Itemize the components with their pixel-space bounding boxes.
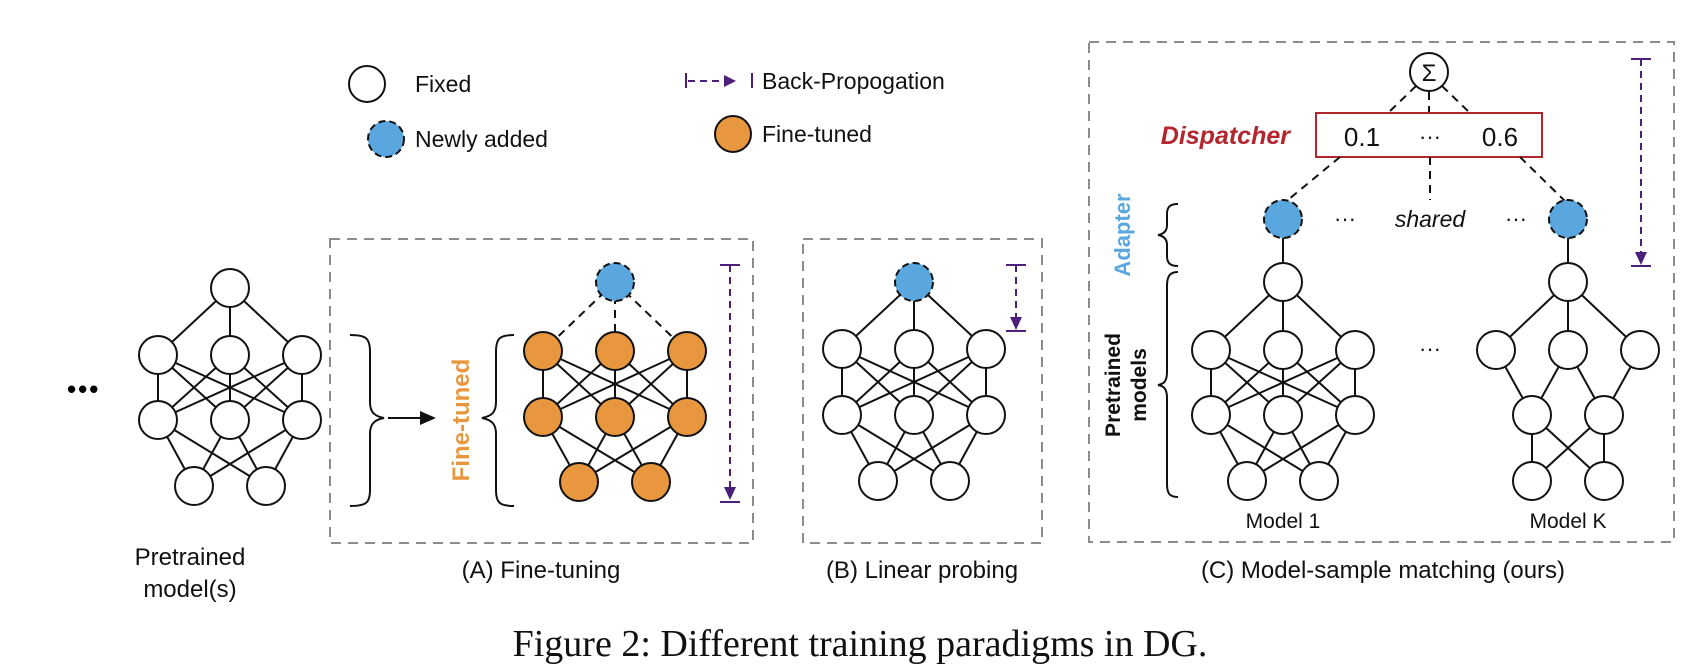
figure-caption: Figure 2: Different training paradigms i… bbox=[513, 623, 1208, 665]
dispatcher-label: Dispatcher bbox=[1161, 122, 1291, 150]
adapter-brace bbox=[1157, 203, 1179, 267]
pretrained-ellipsis: ••• bbox=[67, 374, 100, 404]
sum-symbol: Σ bbox=[1422, 60, 1437, 87]
panel-a-border bbox=[329, 238, 754, 544]
panel-fine-tuning: Fine-tuned bbox=[329, 238, 754, 584]
sum-node bbox=[1409, 52, 1449, 92]
panel-a-back-propagation-arrow bbox=[720, 264, 740, 503]
legend-newly-added-label: Newly added bbox=[415, 126, 548, 152]
adapter-label: Adapter bbox=[1110, 193, 1135, 277]
panel-b-back-propagation-arrow bbox=[1006, 264, 1026, 332]
model-1-label: Model 1 bbox=[1246, 510, 1321, 533]
panel-b-border bbox=[802, 238, 1043, 544]
panel-c-caption: (C) Model-sample matching (ours) bbox=[1201, 557, 1565, 584]
panel-model-sample-matching: Σ Dispatcher 0.1 ··· 0.6 Adapter ··· sha… bbox=[1088, 41, 1675, 584]
adapter-dots-left: ··· bbox=[1334, 206, 1356, 231]
shared-label: shared bbox=[1395, 206, 1467, 232]
dispatcher-weight-first: 0.1 bbox=[1344, 122, 1380, 152]
legend: Fixed Newly added Back-Propogation Fine-… bbox=[348, 65, 945, 158]
dispatcher-weight-dots: ··· bbox=[1419, 124, 1441, 149]
dispatcher-weight-last: 0.6 bbox=[1482, 122, 1518, 152]
model-k-label: Model K bbox=[1529, 510, 1606, 533]
pretrained-models: ••• bbox=[67, 268, 322, 603]
adapter-dots-right: ··· bbox=[1505, 206, 1527, 231]
panel-linear-probing: (B) Linear probing bbox=[802, 238, 1043, 584]
pretrained-models-brace bbox=[1157, 271, 1179, 498]
panel-a-fine-tuned-label: Fine-tuned bbox=[448, 359, 475, 482]
adapter-node-model-k bbox=[1548, 199, 1588, 239]
pretrained-models-label-line2: models bbox=[1128, 348, 1151, 422]
pretrained-models-label-line1: Pretrained bbox=[1102, 333, 1125, 437]
adapter-node-model-1 bbox=[1263, 199, 1303, 239]
model-1-network bbox=[1191, 238, 1375, 501]
legend-fine-tuned-label: Fine-tuned bbox=[762, 121, 872, 147]
panel-a-caption: (A) Fine-tuning bbox=[462, 557, 621, 584]
panel-a-arrow bbox=[388, 411, 436, 425]
panel-a-network bbox=[523, 262, 707, 502]
legend-newly-added-icon bbox=[367, 120, 405, 158]
pretrained-label-line2: model(s) bbox=[143, 576, 236, 603]
pretrained-label-line1: Pretrained bbox=[135, 544, 246, 571]
pretrained-network bbox=[138, 268, 322, 506]
models-dots: ··· bbox=[1419, 336, 1441, 361]
legend-fixed-icon bbox=[348, 65, 386, 103]
legend-back-propagation-icon bbox=[685, 73, 753, 88]
panel-b-network bbox=[822, 262, 1006, 501]
panel-a-input-brace bbox=[349, 334, 385, 507]
legend-back-propagation-label: Back-Propogation bbox=[762, 68, 945, 94]
panel-c-border bbox=[1088, 41, 1675, 543]
legend-fixed-label: Fixed bbox=[415, 71, 471, 97]
panel-c-back-propagation-arrow bbox=[1631, 58, 1651, 267]
panel-b-caption: (B) Linear probing bbox=[826, 557, 1018, 584]
panel-a-fine-tuned-brace bbox=[481, 334, 515, 507]
model-k-network bbox=[1476, 238, 1660, 501]
legend-fine-tuned-icon bbox=[714, 115, 752, 153]
